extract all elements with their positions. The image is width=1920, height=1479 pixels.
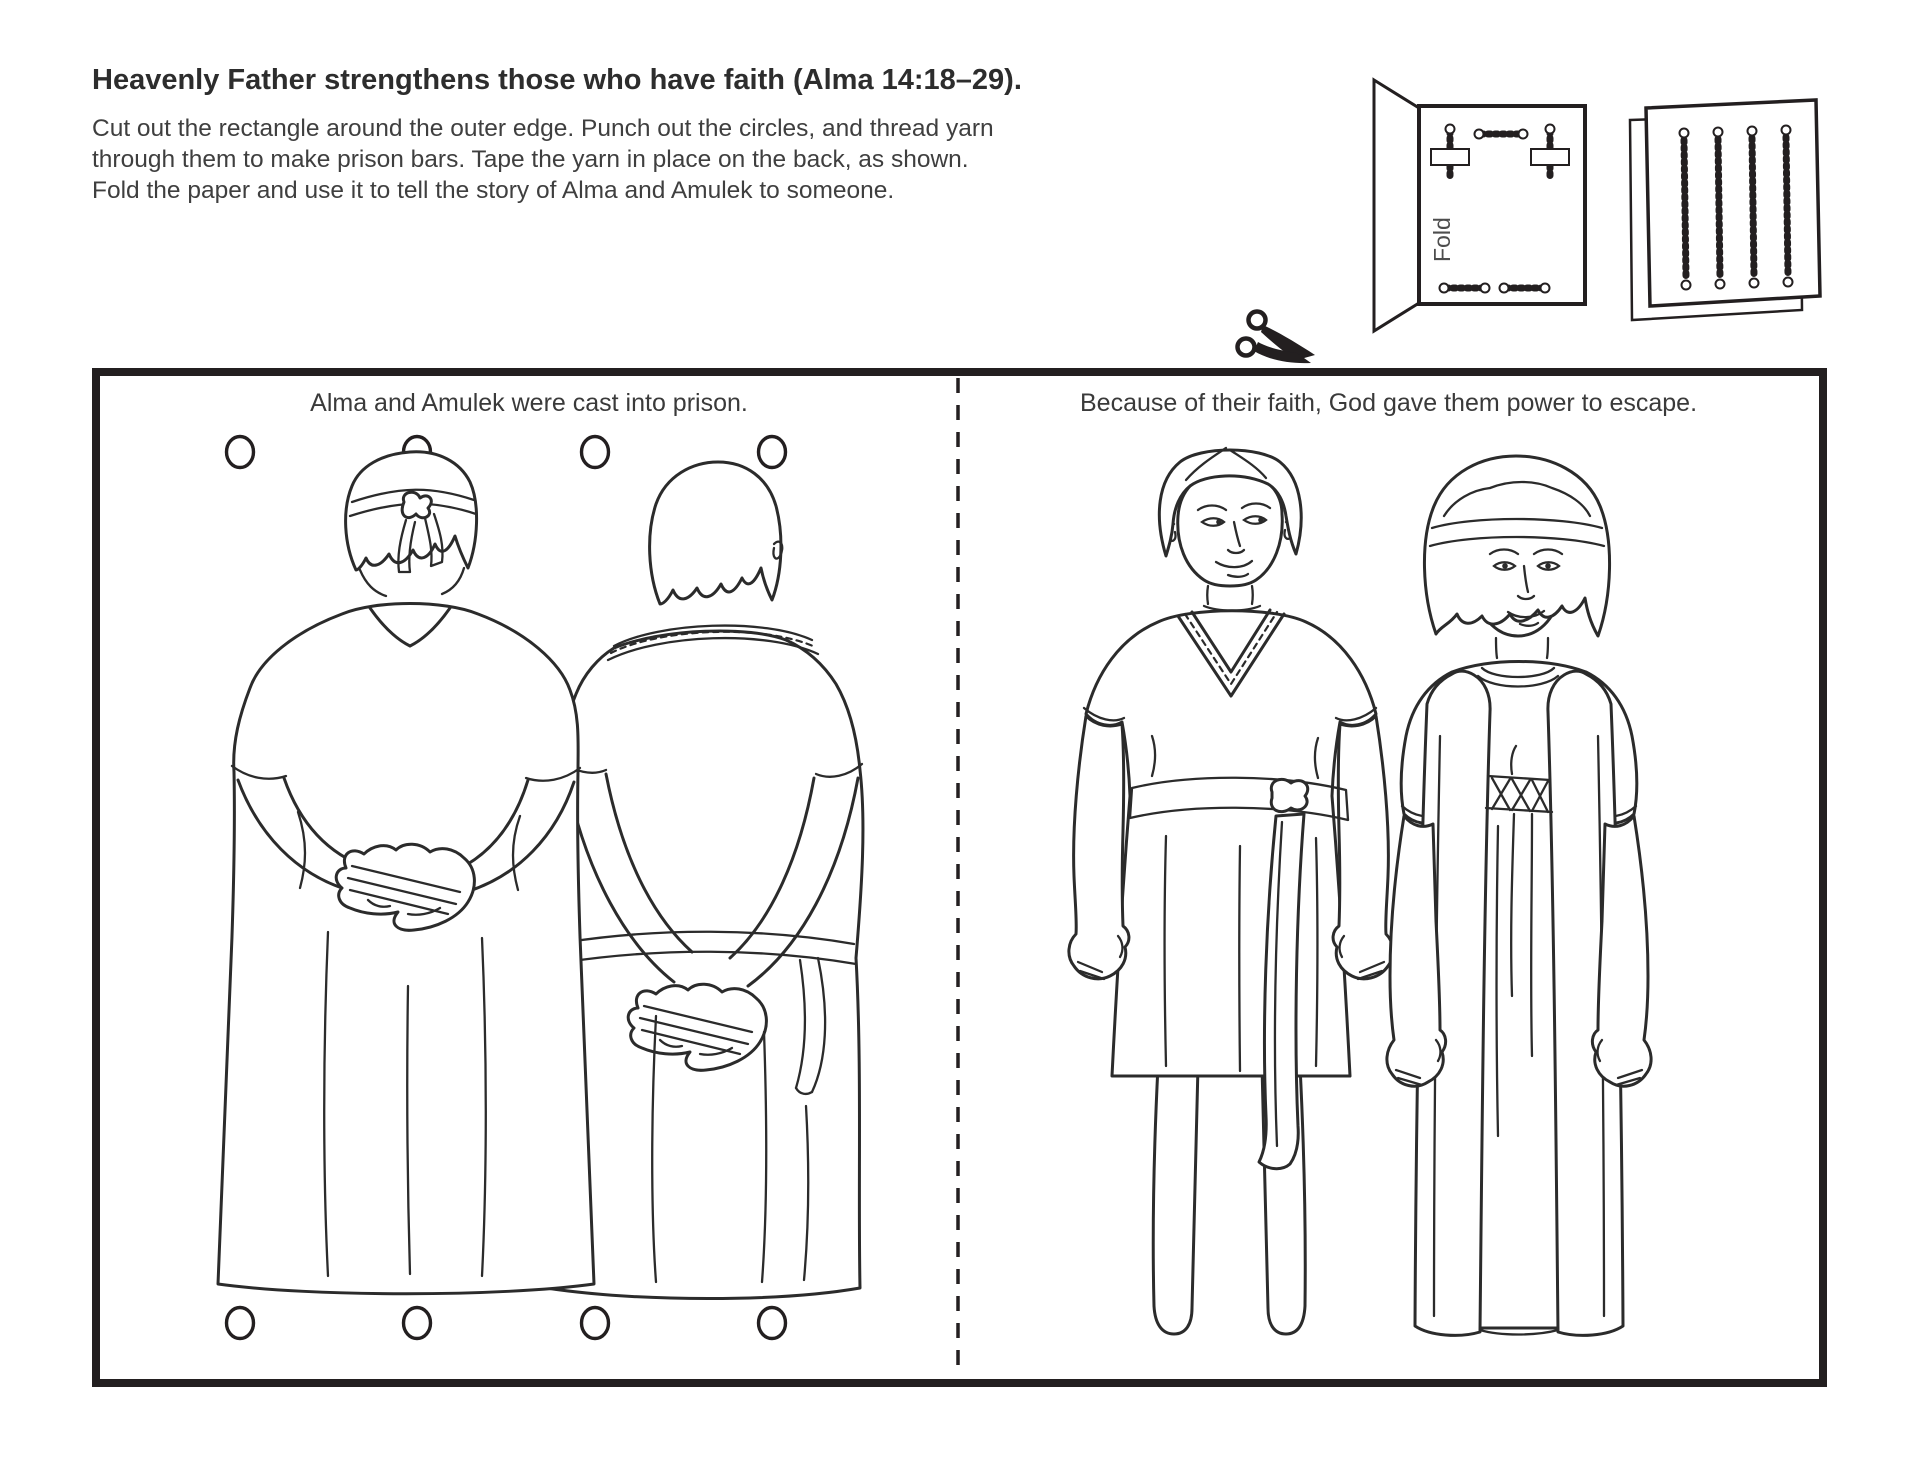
fold-back-diagram: Fold: [1372, 77, 1587, 334]
scissors-icon: [1235, 309, 1315, 364]
left-panel-caption: Alma and Amulek were cast into prison.: [310, 389, 748, 417]
punch-hole: [224, 1305, 256, 1341]
yarn-prison-bars: [1678, 124, 1794, 291]
fold-label: Fold: [1429, 217, 1455, 262]
bound-figure-2: [544, 460, 865, 1300]
punch-hole: [756, 1305, 788, 1341]
tape: [1430, 148, 1470, 166]
free-figure-2: [1385, 454, 1653, 1337]
punch-hole: [579, 434, 611, 470]
tape: [1530, 148, 1570, 166]
right-panel-caption: Because of their faith, God gave them po…: [1079, 389, 1698, 417]
punch-hole: [401, 1305, 433, 1341]
free-figure-1: [1067, 446, 1395, 1336]
punch-hole: [224, 434, 256, 470]
instructions-text: Cut out the rectangle around the outer e…: [92, 115, 994, 204]
taped-yarn-pieces: [1430, 123, 1570, 294]
paper-front-layer: [1644, 98, 1822, 308]
page-header: Heavenly Father strengthens those who ha…: [92, 64, 1052, 206]
bound-figure-1: [216, 450, 596, 1296]
fold-flap: [1372, 77, 1421, 334]
fold-front-diagram: [1628, 98, 1822, 322]
page-title: Heavenly Father strengthens those who ha…: [92, 64, 1022, 96]
woven-belt: [1484, 744, 1554, 1058]
cutout-board: Alma and Amulek were cast into prison. B…: [92, 368, 1827, 1387]
punch-hole: [579, 1305, 611, 1341]
punch-hole: [756, 434, 788, 470]
board-artwork: [216, 378, 1653, 1377]
